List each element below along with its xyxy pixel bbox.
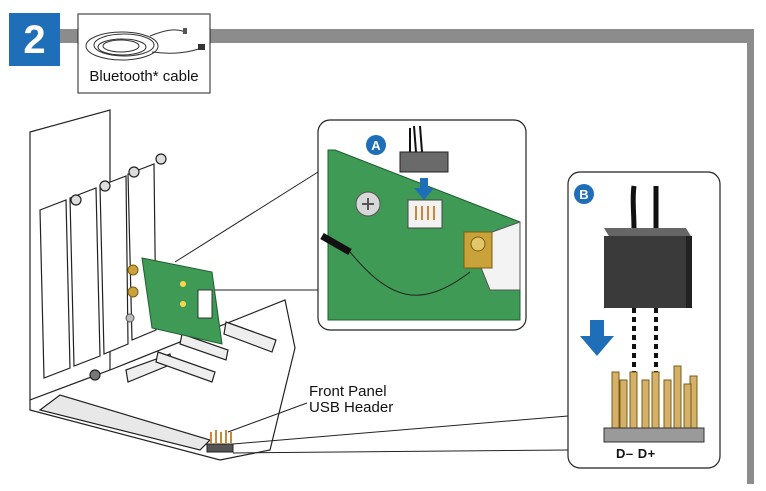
detail-b-panel bbox=[567, 171, 721, 469]
front-panel-label-line1: Front Panel bbox=[309, 383, 387, 400]
detail-a-panel bbox=[317, 119, 527, 331]
pin-label: D– D+ bbox=[616, 446, 656, 461]
step-frame-right bbox=[747, 29, 754, 484]
callout-a-badge: A bbox=[366, 135, 386, 155]
front-panel-leader bbox=[227, 402, 308, 433]
leader-line-a-top bbox=[174, 171, 319, 263]
wireless-card bbox=[125, 257, 223, 345]
callout-b-badge: B bbox=[574, 184, 594, 204]
bluetooth-cable-illustration bbox=[77, 13, 211, 94]
step-header-bar bbox=[60, 29, 754, 43]
front-panel-usb-label: Front Panel USB Header bbox=[309, 384, 393, 416]
leader-line-b-bottom bbox=[232, 449, 569, 454]
leader-line-b-top bbox=[232, 415, 569, 445]
bluetooth-cable-label: Bluetooth* cable bbox=[89, 68, 199, 85]
front-panel-label-line2: USB Header bbox=[309, 399, 394, 416]
step-number: 2 bbox=[9, 13, 60, 66]
front-panel-usb-header-part bbox=[206, 430, 234, 453]
